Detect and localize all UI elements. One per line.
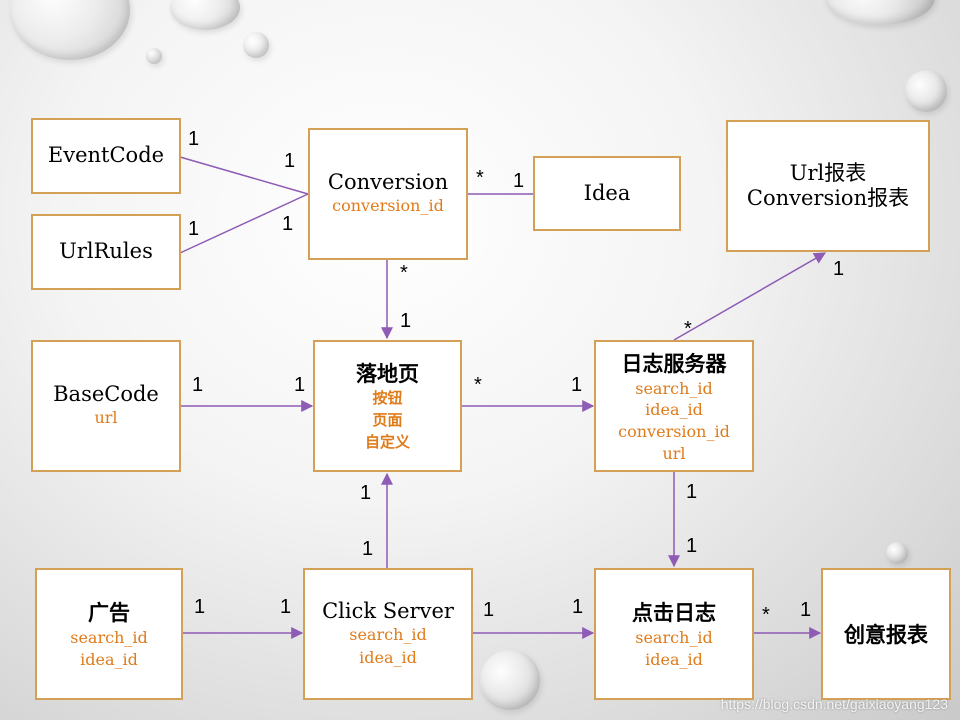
box-click-server: Click Server search_id idea_id [303, 568, 473, 700]
multiplicity-label: * [476, 167, 484, 189]
multiplicity-label: * [400, 262, 408, 284]
box-field: conversion_id [618, 422, 730, 441]
box-title: Idea [583, 180, 631, 205]
box-urlrules: UrlRules [31, 214, 181, 290]
multiplicity-label: 1 [686, 481, 698, 503]
box-field: search_id [635, 378, 713, 398]
box-conversion: Conversion conversion_id [308, 128, 468, 260]
box-field: idea_id [359, 647, 417, 667]
multiplicity-label: 1 [360, 482, 372, 504]
box-title: 落地页 [356, 362, 419, 387]
box-title: Click Server [322, 599, 454, 624]
multiplicity-label: 1 [572, 596, 584, 618]
box-field: search_id [635, 627, 713, 647]
box-field: 按钮 [372, 389, 403, 408]
arrow-logserver-report [673, 252, 827, 341]
multiplicity-label: 1 [483, 599, 495, 621]
multiplicity-label: * [684, 318, 692, 340]
box-field: url [94, 408, 118, 428]
box-click-log: 点击日志 search_id idea_id [594, 568, 754, 700]
line-urlrules-conversion [179, 193, 309, 254]
water-drop-decoration [905, 70, 947, 112]
multiplicity-label: * [474, 374, 482, 396]
box-field: 自定义 [364, 432, 410, 451]
box-field: idea_id [80, 650, 138, 669]
multiplicity-label: 1 [294, 374, 306, 396]
box-title: EventCode [47, 143, 165, 168]
multiplicity-label: 1 [192, 374, 204, 396]
box-basecode: BaseCode url [31, 340, 181, 472]
box-field: idea_id [645, 400, 703, 420]
box-field: search_id [70, 627, 148, 647]
box-title: 日志服务器 [621, 351, 727, 376]
box-title-line: Conversion报表 [746, 186, 910, 210]
box-title-line: Url报表 [789, 160, 867, 185]
multiplicity-label: 1 [362, 538, 374, 560]
watermark-text: https://blog.csdn.net/gaixiaoyang123 [720, 696, 948, 712]
multiplicity-label: 1 [280, 596, 292, 618]
multiplicity-label: 1 [282, 213, 294, 235]
box-title: 点击日志 [632, 600, 716, 625]
box-field: search_id [349, 625, 427, 645]
box-field: 页面 [372, 411, 403, 430]
box-field: url [662, 443, 686, 463]
box-title: 创意报表 [844, 623, 928, 647]
box-creative-report: 创意报表 [821, 568, 951, 700]
box-field: conversion_id [332, 196, 444, 216]
box-landing-page: 落地页 按钮 页面 自定义 [313, 340, 462, 472]
multiplicity-label: 1 [800, 599, 812, 621]
box-title: UrlRules [59, 239, 153, 264]
box-eventcode: EventCode [31, 118, 181, 194]
multiplicity-label: 1 [571, 374, 583, 396]
box-report: Url报表 Conversion报表 [726, 120, 930, 252]
water-drop-decoration [886, 542, 908, 564]
box-field: idea_id [645, 650, 703, 669]
multiplicity-label: 1 [284, 150, 296, 172]
water-drop-decoration [480, 650, 540, 710]
multiplicity-label: 1 [194, 596, 206, 618]
box-title: Conversion [327, 170, 449, 195]
water-drop-decoration [243, 32, 269, 58]
multiplicity-label: 1 [188, 128, 200, 150]
box-log-server: 日志服务器 search_id idea_id conversion_id ur… [594, 340, 754, 472]
multiplicity-label: 1 [513, 170, 525, 192]
multiplicity-label: 1 [833, 258, 845, 280]
line-eventcode-conversion [179, 156, 309, 195]
box-ad: 广告 search_id idea_id [35, 568, 183, 700]
multiplicity-label: 1 [188, 218, 200, 240]
multiplicity-label: * [762, 604, 770, 626]
box-title: 广告 [88, 600, 130, 625]
box-title: BaseCode [53, 382, 159, 407]
box-idea: Idea [533, 156, 681, 231]
multiplicity-label: 1 [686, 535, 698, 557]
multiplicity-label: 1 [400, 310, 412, 332]
water-drop-decoration [146, 48, 162, 64]
